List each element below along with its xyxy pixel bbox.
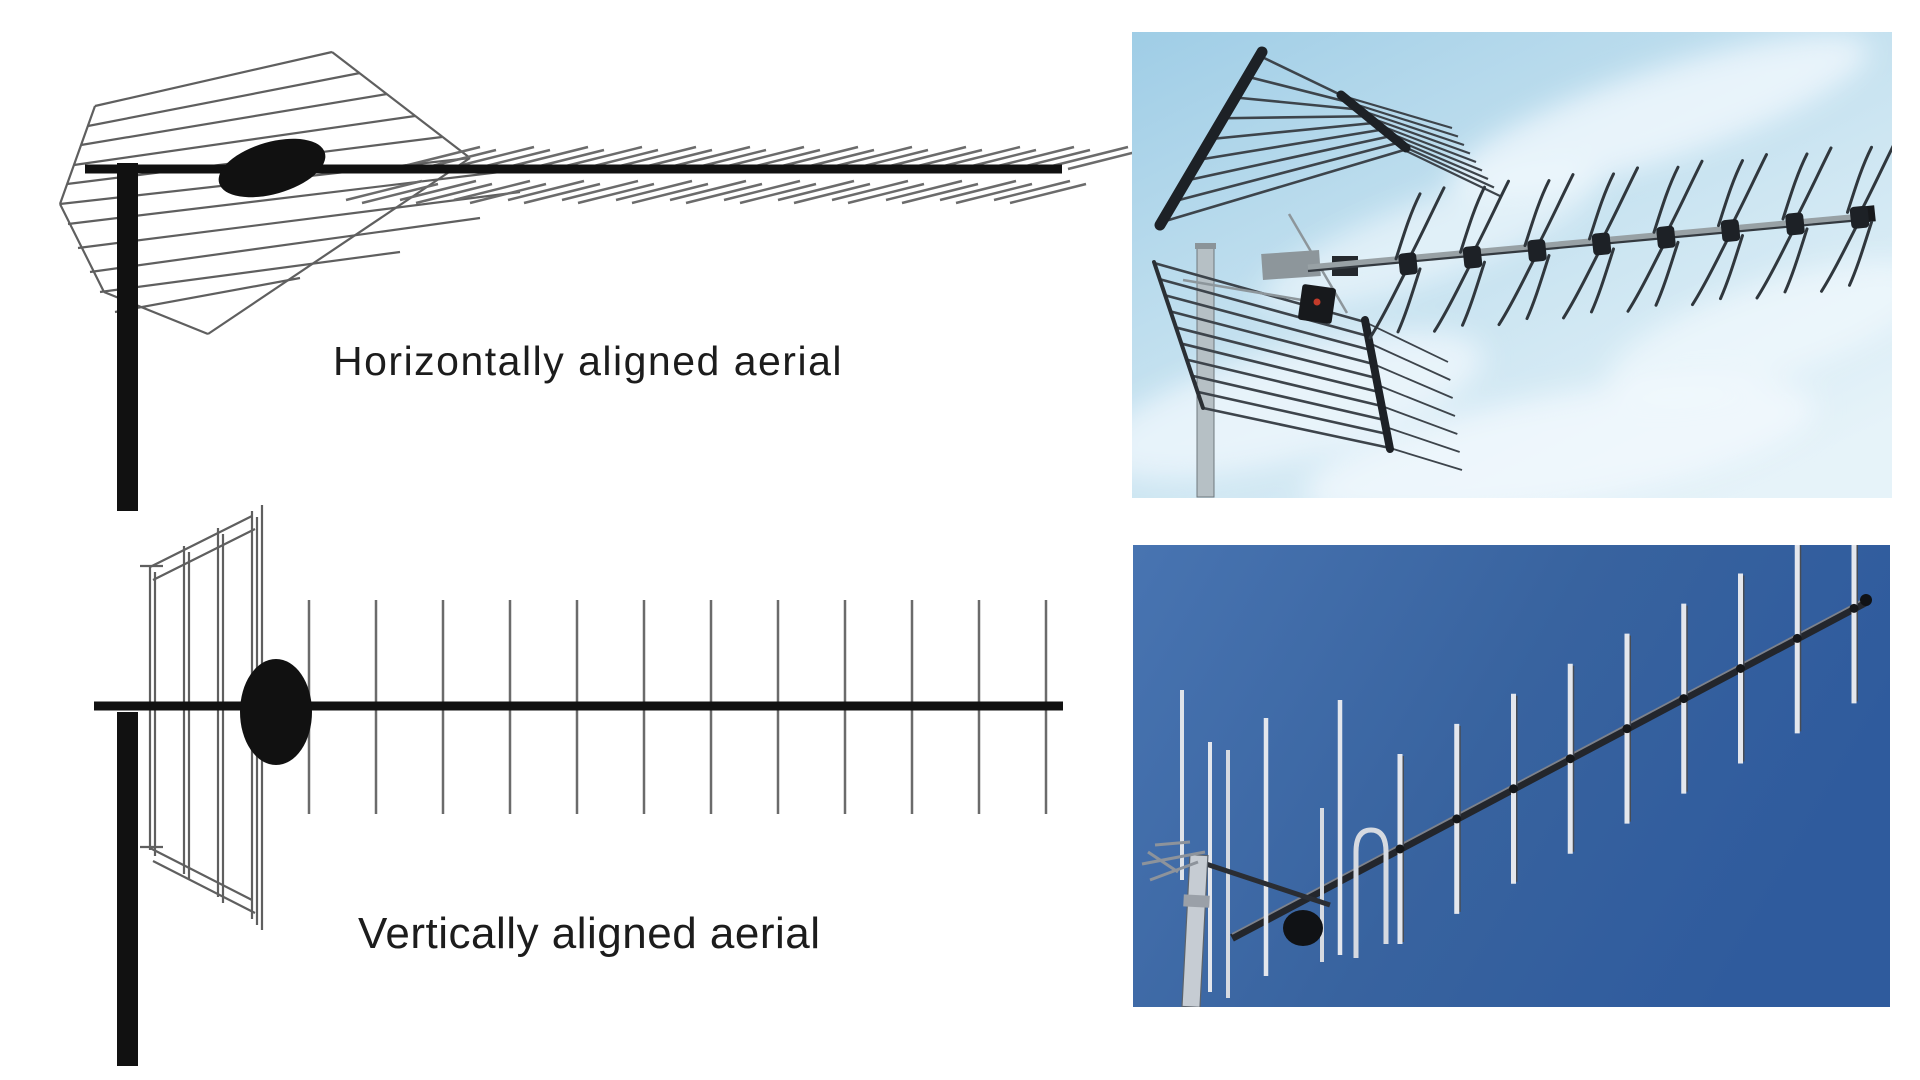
wire-tangle xyxy=(1141,840,1206,882)
dipole-blob xyxy=(218,138,326,198)
vertical-aerial-label: Vertically aligned aerial xyxy=(358,909,821,958)
boom-brace xyxy=(1199,859,1331,908)
balun-blob xyxy=(1283,910,1323,946)
photo-mast-cap xyxy=(1195,243,1216,249)
aerial-mast xyxy=(117,163,138,511)
feed-box-dot xyxy=(1313,298,1321,306)
boom-end-cap xyxy=(1860,594,1872,606)
clouds xyxy=(1132,34,1892,498)
photo-mast xyxy=(1181,854,1209,1007)
feed-assembly xyxy=(1141,690,1389,1007)
mast-collar xyxy=(1183,894,1210,908)
aerial-mast xyxy=(117,712,138,1066)
horizontal-aerial-photo xyxy=(1132,32,1892,498)
director-elements xyxy=(345,145,1145,205)
horizontal-aerial-diagram: Horizontally aligned aerial xyxy=(58,50,1145,511)
photo-director-elements xyxy=(1395,545,1859,944)
vertical-aerial-diagram: Vertically aligned aerial xyxy=(94,505,1063,1066)
photo-director-elements xyxy=(1368,144,1892,340)
horizontal-aerial-label: Horizontally aligned aerial xyxy=(333,338,843,384)
vertical-aerial-photo xyxy=(1133,545,1890,1007)
dipole-blob xyxy=(240,659,312,765)
feed-assembly xyxy=(1182,213,1358,324)
folded-dipole xyxy=(1353,827,1389,958)
grid-reflector-frame xyxy=(1152,46,1411,453)
reflector-sketch xyxy=(140,505,264,930)
